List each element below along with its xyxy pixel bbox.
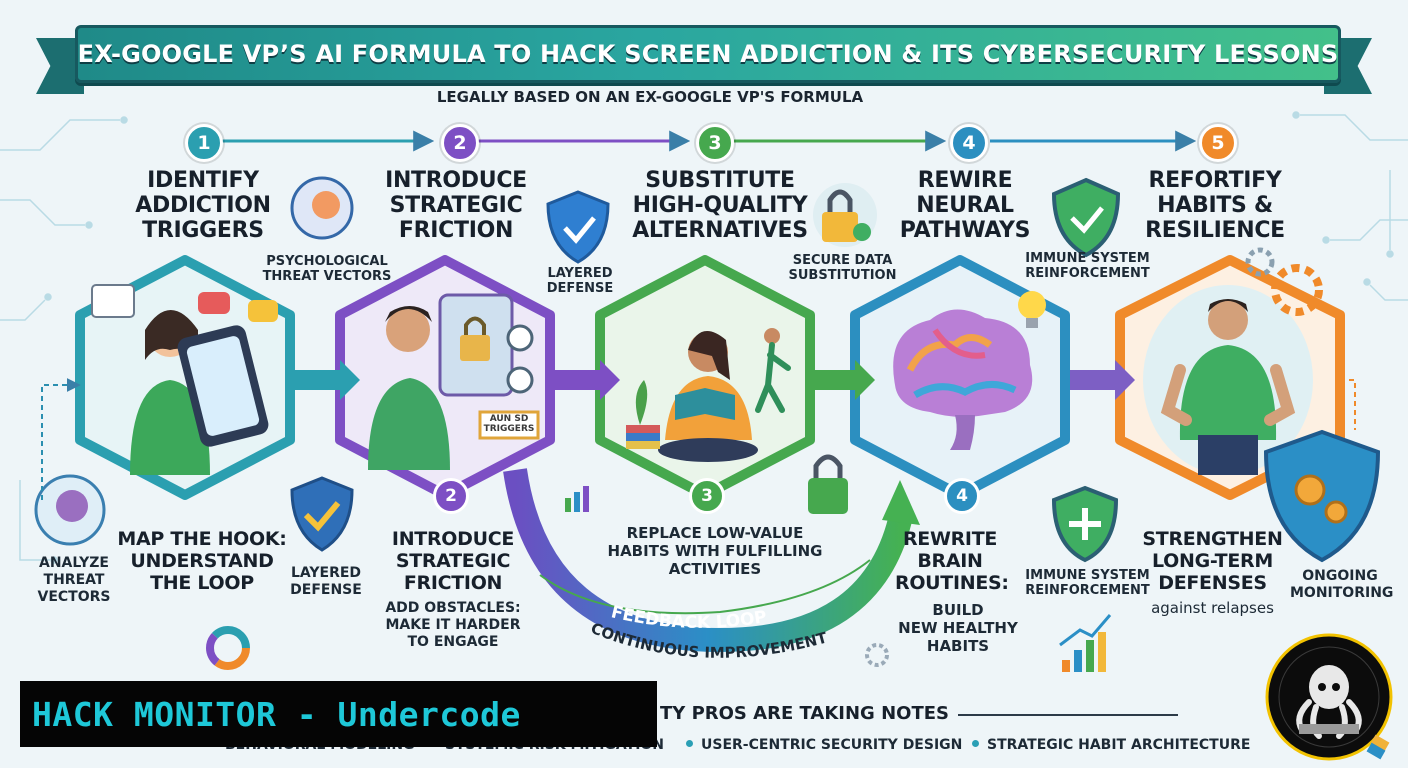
step-2-number: 2	[441, 124, 479, 162]
lock-icon-top	[813, 183, 877, 247]
bar-chart-icon-lower	[1059, 614, 1112, 672]
arrow-hex-1-2	[295, 360, 360, 400]
footer-chip-3: USER-CENTRIC SECURITY DESIGN	[686, 737, 962, 753]
scene-step-4	[893, 291, 1046, 450]
feedback-loop-band	[503, 468, 912, 653]
dashed-arrow-left	[41, 378, 81, 500]
step-5-number: 5	[1199, 124, 1237, 162]
arrow-hex-2-3	[555, 360, 620, 400]
scene-step-2	[368, 293, 540, 470]
watermark-banner: HACK MONITOR - Undercode	[20, 681, 657, 747]
scene-step-3	[626, 328, 791, 462]
lock-icon-lower	[808, 454, 848, 514]
shield-gears-icon-lower	[1263, 429, 1381, 563]
shield-plus-icon-lower	[1051, 485, 1119, 563]
feedback-loop-arrowhead	[882, 480, 920, 525]
footer-heading: TY PROS ARE TAKING NOTES	[660, 703, 949, 724]
page-title: EX-GOOGLE VP’S AI FORMULA TO HACK SCREEN…	[77, 40, 1339, 68]
shield-icon-lower	[290, 476, 354, 552]
lower-step-4-number: 4	[944, 478, 980, 514]
lower-step-3-number: 3	[689, 478, 725, 514]
watermark-text: HACK MONITOR - Undercode	[32, 694, 521, 734]
brain-head-icon-top	[290, 176, 354, 240]
lower-step-2-number: 2	[433, 478, 469, 514]
donut-chart-icon	[206, 626, 250, 670]
shield-icon-top	[546, 190, 610, 264]
shield-check-icon-top	[1051, 177, 1121, 258]
step-1-number: 1	[185, 124, 223, 162]
gear-icon	[865, 643, 889, 667]
detail-5-description: against relapses	[1151, 599, 1274, 617]
scene-step-5	[1143, 247, 1323, 475]
footer-chip-4: STRATEGIC HABIT ARCHITECTURE	[972, 737, 1250, 753]
bar-chart-icon-mid	[565, 486, 589, 512]
octopus-logo	[1265, 633, 1393, 761]
arrow-hex-4-5	[1070, 360, 1135, 400]
footer-divider	[958, 714, 1178, 716]
dashed-arrow-right	[1340, 379, 1356, 430]
brain-head-icon-left	[34, 474, 106, 546]
title-banner: EX-GOOGLE VP’S AI FORMULA TO HACK SCREEN…	[75, 25, 1341, 83]
step-4-number: 4	[950, 124, 988, 162]
scene-step-1	[91, 284, 278, 475]
page-subtitle: LEGALLY BASED ON AN EX-GOOGLE VP'S FORMU…	[436, 88, 864, 106]
step-3-number: 3	[696, 124, 734, 162]
arrow-hex-3-4	[815, 360, 875, 400]
